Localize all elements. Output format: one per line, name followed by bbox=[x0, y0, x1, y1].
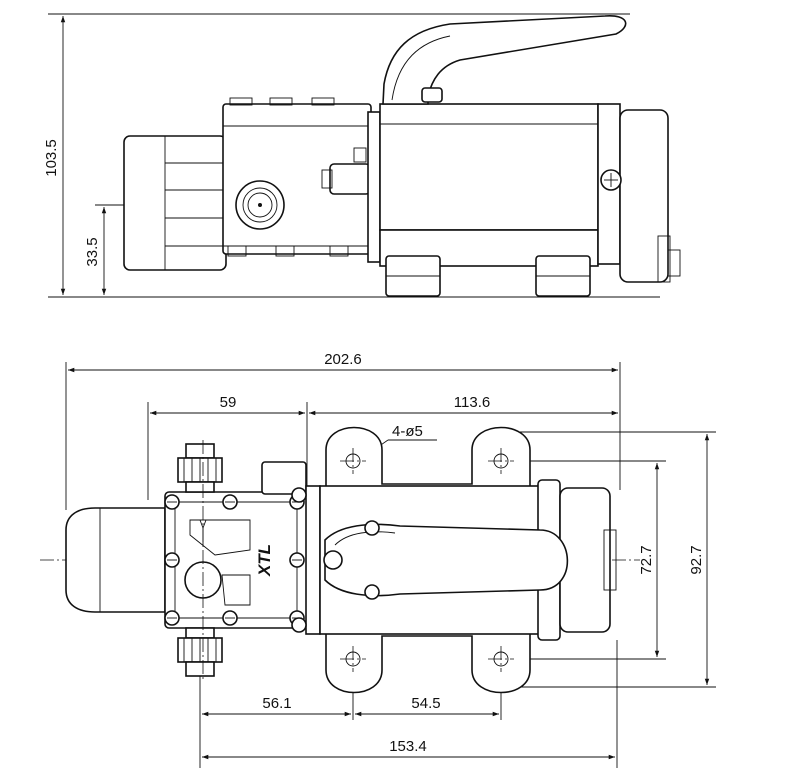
dim-motor-length: 113.6 bbox=[454, 394, 490, 411]
side-pump-head bbox=[222, 97, 372, 257]
top-inlet-nozzle bbox=[65, 507, 166, 613]
handle-pivot-icon bbox=[323, 550, 343, 570]
top-pressure-switch bbox=[261, 461, 307, 495]
top-mounting-plate bbox=[325, 426, 531, 694]
top-pump-head: XTL bbox=[164, 491, 308, 629]
side-inlet-fitting bbox=[123, 135, 227, 271]
side-view: 103.5 33.5 bbox=[43, 13, 681, 298]
dim-height-total: 103.5 bbox=[43, 139, 60, 177]
side-feet bbox=[385, 255, 591, 297]
dim-height-outlet: 33.5 bbox=[84, 237, 101, 266]
dim-inlet-to-hole: 56.1 bbox=[262, 695, 291, 712]
dim-width-total: 92.7 bbox=[688, 545, 705, 574]
dim-holes-label: 4-ø5 bbox=[392, 423, 423, 440]
screw-icon bbox=[364, 584, 380, 600]
top-handle bbox=[323, 520, 569, 600]
side-motor-body bbox=[379, 103, 681, 283]
top-view: 202.6 59 113.6 72.7 92.7 56.1 54.5 153.4… bbox=[40, 351, 716, 768]
dim-base-length: 153.4 bbox=[389, 738, 427, 755]
dim-total-length: 202.6 bbox=[324, 351, 362, 368]
dim-width-holes: 72.7 bbox=[638, 545, 655, 574]
brand-logo: XTL bbox=[255, 544, 274, 577]
top-fitting-upper bbox=[177, 443, 223, 493]
side-handle bbox=[382, 15, 627, 105]
screw-icon bbox=[364, 520, 380, 536]
top-fitting-lower bbox=[177, 627, 223, 677]
dim-hole-spacing: 54.5 bbox=[411, 695, 440, 712]
dim-head-length: 59 bbox=[220, 394, 237, 411]
